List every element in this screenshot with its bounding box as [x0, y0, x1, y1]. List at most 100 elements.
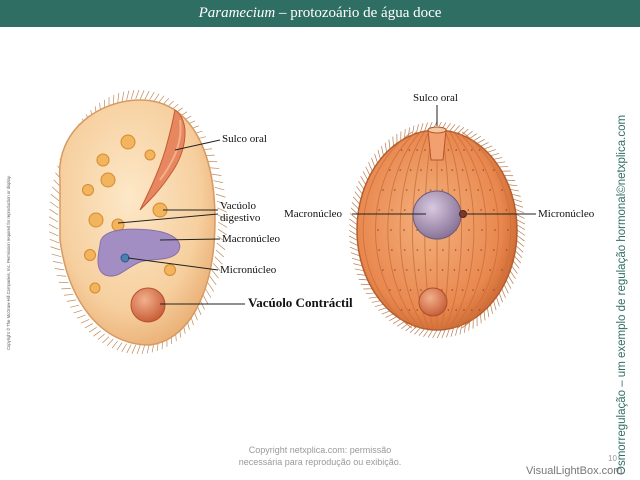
cilium [56, 275, 67, 277]
cilium [511, 193, 521, 197]
right-oral-opening [427, 126, 447, 134]
left-macronucleus [97, 228, 181, 277]
cilium [51, 253, 62, 257]
left-label-macronucleo: Macronúcleo [222, 233, 281, 245]
cilium [349, 218, 358, 226]
cilium [358, 181, 365, 190]
cilium [158, 95, 165, 104]
cilium [483, 145, 493, 150]
trichocyst-dot [441, 169, 443, 171]
trichocyst-dot [403, 209, 406, 211]
cilium [455, 326, 459, 336]
trichocyst-dot [505, 249, 508, 251]
trichocyst-dot [416, 249, 419, 251]
right-label-sulco-oral: Sulco oral [413, 92, 458, 104]
cilium [48, 223, 59, 230]
cilium [352, 196, 360, 205]
cilium [348, 235, 358, 241]
trichocyst-dot [465, 269, 468, 271]
cilium [350, 252, 360, 257]
cilium [362, 171, 369, 181]
cilium [51, 186, 61, 195]
cilium [388, 139, 391, 150]
trichocyst-dot [405, 269, 408, 271]
right-micronucleus [459, 210, 467, 218]
cilium [356, 273, 366, 276]
watermark: VisualLightBox.com [526, 465, 623, 477]
trichocyst-dot [493, 249, 495, 251]
cilium [496, 161, 506, 164]
cilium [493, 300, 497, 311]
cilium [215, 249, 225, 258]
pellicle-ridge [461, 131, 512, 329]
cilium [509, 270, 516, 279]
cilium [69, 304, 80, 308]
cilium [392, 136, 394, 147]
cilium [490, 304, 493, 314]
cilium [476, 138, 485, 144]
cilium [356, 186, 363, 195]
cilium [130, 90, 135, 100]
right-contractile-vacuole [418, 287, 448, 317]
trichocyst-dot [403, 249, 406, 251]
cilium [126, 90, 130, 101]
trichocyst-dot [377, 229, 379, 231]
cilium [374, 303, 384, 307]
cilium [202, 294, 209, 304]
cilium [453, 125, 460, 133]
trichocyst-dot [405, 189, 408, 191]
pellicle-ridge [453, 131, 487, 329]
cilium [112, 94, 115, 106]
cilium [493, 157, 503, 160]
cilium [207, 282, 214, 292]
cilium [106, 338, 114, 347]
trichocyst-dot [399, 289, 402, 291]
cilium [374, 153, 378, 164]
cilium [510, 188, 520, 192]
cilium [464, 323, 467, 333]
trichocyst-dot [408, 309, 411, 311]
title-species: Paramecium [198, 5, 276, 21]
trichocyst-dot [478, 309, 481, 311]
cilium [389, 316, 398, 322]
cilium [144, 90, 150, 100]
cilium [516, 229, 526, 236]
pellicle-ridge [362, 131, 413, 329]
cilium [514, 255, 522, 264]
page-number: 10 [608, 454, 617, 463]
cilium [116, 342, 123, 351]
cilium [358, 278, 368, 281]
trichocyst-dot [478, 149, 481, 151]
cilium [384, 142, 387, 153]
trichocyst-dot [409, 169, 412, 171]
cilium [136, 344, 141, 355]
cilium [371, 300, 381, 303]
trichocyst-dot [389, 289, 391, 291]
trichocyst-dot [461, 289, 464, 291]
trichocyst-dot [493, 169, 495, 171]
cilium [217, 228, 227, 236]
cilium [349, 246, 359, 252]
cilium [153, 93, 160, 102]
trichocyst-dot [420, 289, 422, 291]
trichocyst-dot [416, 149, 419, 151]
cilium [377, 149, 381, 160]
trichocyst-dot [472, 289, 474, 291]
pellicle-ridge [387, 131, 421, 329]
cilium [404, 129, 406, 139]
cilium [378, 307, 387, 311]
right-oral-groove [427, 129, 447, 161]
pellicle-ridge [444, 131, 463, 329]
cilium [516, 219, 526, 225]
cilium [365, 166, 371, 176]
trichocyst-dot [467, 249, 470, 251]
trichocyst-dot [400, 309, 403, 311]
pellicle-ridge [399, 131, 425, 329]
cilium [111, 340, 118, 349]
cilium [217, 235, 227, 243]
cilium [49, 231, 59, 237]
cilium [214, 187, 225, 191]
trichocyst-dot [441, 189, 444, 191]
pellicle-ridge [375, 131, 417, 329]
trichocyst-dot [507, 229, 509, 231]
